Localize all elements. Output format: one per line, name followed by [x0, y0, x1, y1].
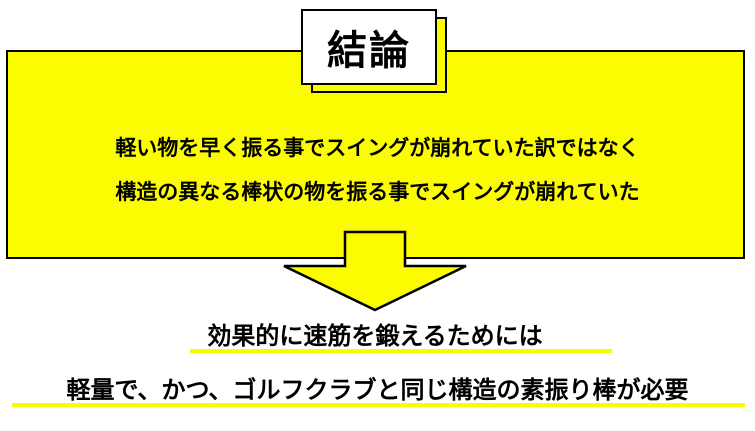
highlight-underline-2	[12, 403, 745, 407]
conclusion-line-2: 軽量で、かつ、ゴルフクラブと同じ構造の素振り棒が必要	[66, 376, 689, 404]
title-box: 結論	[301, 9, 437, 85]
main-text-line-1: 軽い物を早く振る事でスイングが崩れていた訳ではなく	[115, 136, 640, 160]
conclusion-line-1: 効果的に速筋を鍛えるためには	[207, 322, 543, 350]
main-text-line-2: 構造の異なる棒状の物を振る事でスイングが崩れていた	[115, 180, 640, 204]
page-title: 結論	[327, 28, 411, 74]
highlight-underline-1	[190, 349, 612, 353]
down-arrow-icon	[283, 230, 467, 312]
